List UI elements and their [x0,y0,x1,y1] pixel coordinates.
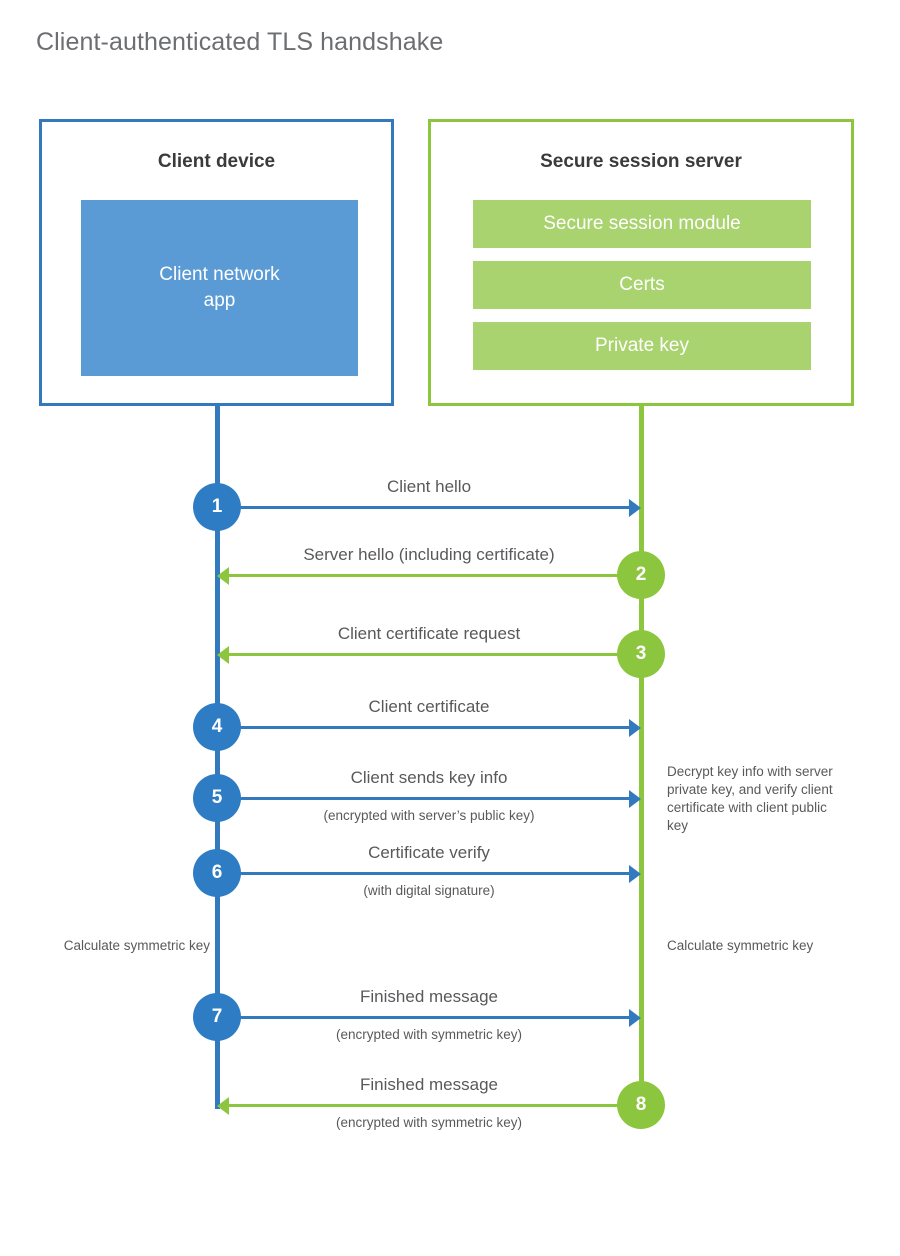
step-label: Client hello [386,477,472,496]
step-number-badge: 4 [193,703,241,751]
step-sublabel: (encrypted with symmetric key) [335,1027,523,1042]
server-decrypt-note: Decrypt key info with server private key… [667,764,833,833]
page-title: Client-authenticated TLS handshake [36,28,444,56]
server-module-label: Certs [619,274,665,295]
server-module-label: Secure session module [543,213,741,234]
step-sublabel: (encrypted with symmetric key) [335,1115,523,1130]
client-calculate-symmetric-key-note: Calculate symmetric key [63,938,210,953]
step-number-badge: 2 [617,551,665,599]
arrow-head-right-icon [629,790,641,808]
step-label: Finished message [360,1075,498,1094]
step-label: Certificate verify [368,843,490,862]
server-module-label: Private key [595,335,689,356]
step-number-badge: 8 [617,1081,665,1129]
step-number-badge: 3 [617,630,665,678]
step-arrow-line [227,574,641,577]
server-lifeline [639,406,644,1106]
arrow-head-left-icon [217,646,229,664]
secure-session-server-panel: Secure session server Secure session mod… [428,119,854,406]
step-arrow-line [227,653,641,656]
step-label: Server hello (including certificate) [303,545,555,564]
step-sublabel: (encrypted with server’s public key) [323,808,535,823]
arrow-head-left-icon [217,1097,229,1115]
step-label: Client certificate request [337,624,521,643]
step-sublabel: (with digital signature) [363,883,495,898]
client-network-app-label: Client network app [159,264,280,311]
step-arrow-line [217,872,631,875]
step-number-badge: 6 [193,849,241,897]
server-module-private-key: Private key [473,322,811,370]
step-label: Client certificate [368,697,490,716]
arrow-head-left-icon [217,567,229,585]
client-network-app-box: Client network app [81,200,358,376]
arrow-head-right-icon [629,865,641,883]
server-module-secure-session-module: Secure session module [473,200,811,248]
arrow-head-right-icon [629,1009,641,1027]
client-device-heading: Client device [157,151,276,172]
client-lifeline [215,406,220,1109]
client-device-panel: Client device Client network app [39,119,394,406]
secure-session-server-heading: Secure session server [540,151,742,172]
step-arrow-line [217,506,631,509]
arrow-head-right-icon [629,499,641,517]
arrow-head-right-icon [629,719,641,737]
step-arrow-line [227,1104,641,1107]
server-calculate-symmetric-key-note: Calculate symmetric key [667,938,814,953]
step-label: Finished message [360,987,498,1006]
step-label: Client sends key info [350,768,508,787]
step-arrow-line [217,797,631,800]
step-arrow-line [217,726,631,729]
server-module-certs: Certs [473,261,811,309]
step-arrow-line [217,1016,631,1019]
step-number-badge: 5 [193,774,241,822]
step-number-badge: 7 [193,993,241,1041]
step-number-badge: 1 [193,483,241,531]
